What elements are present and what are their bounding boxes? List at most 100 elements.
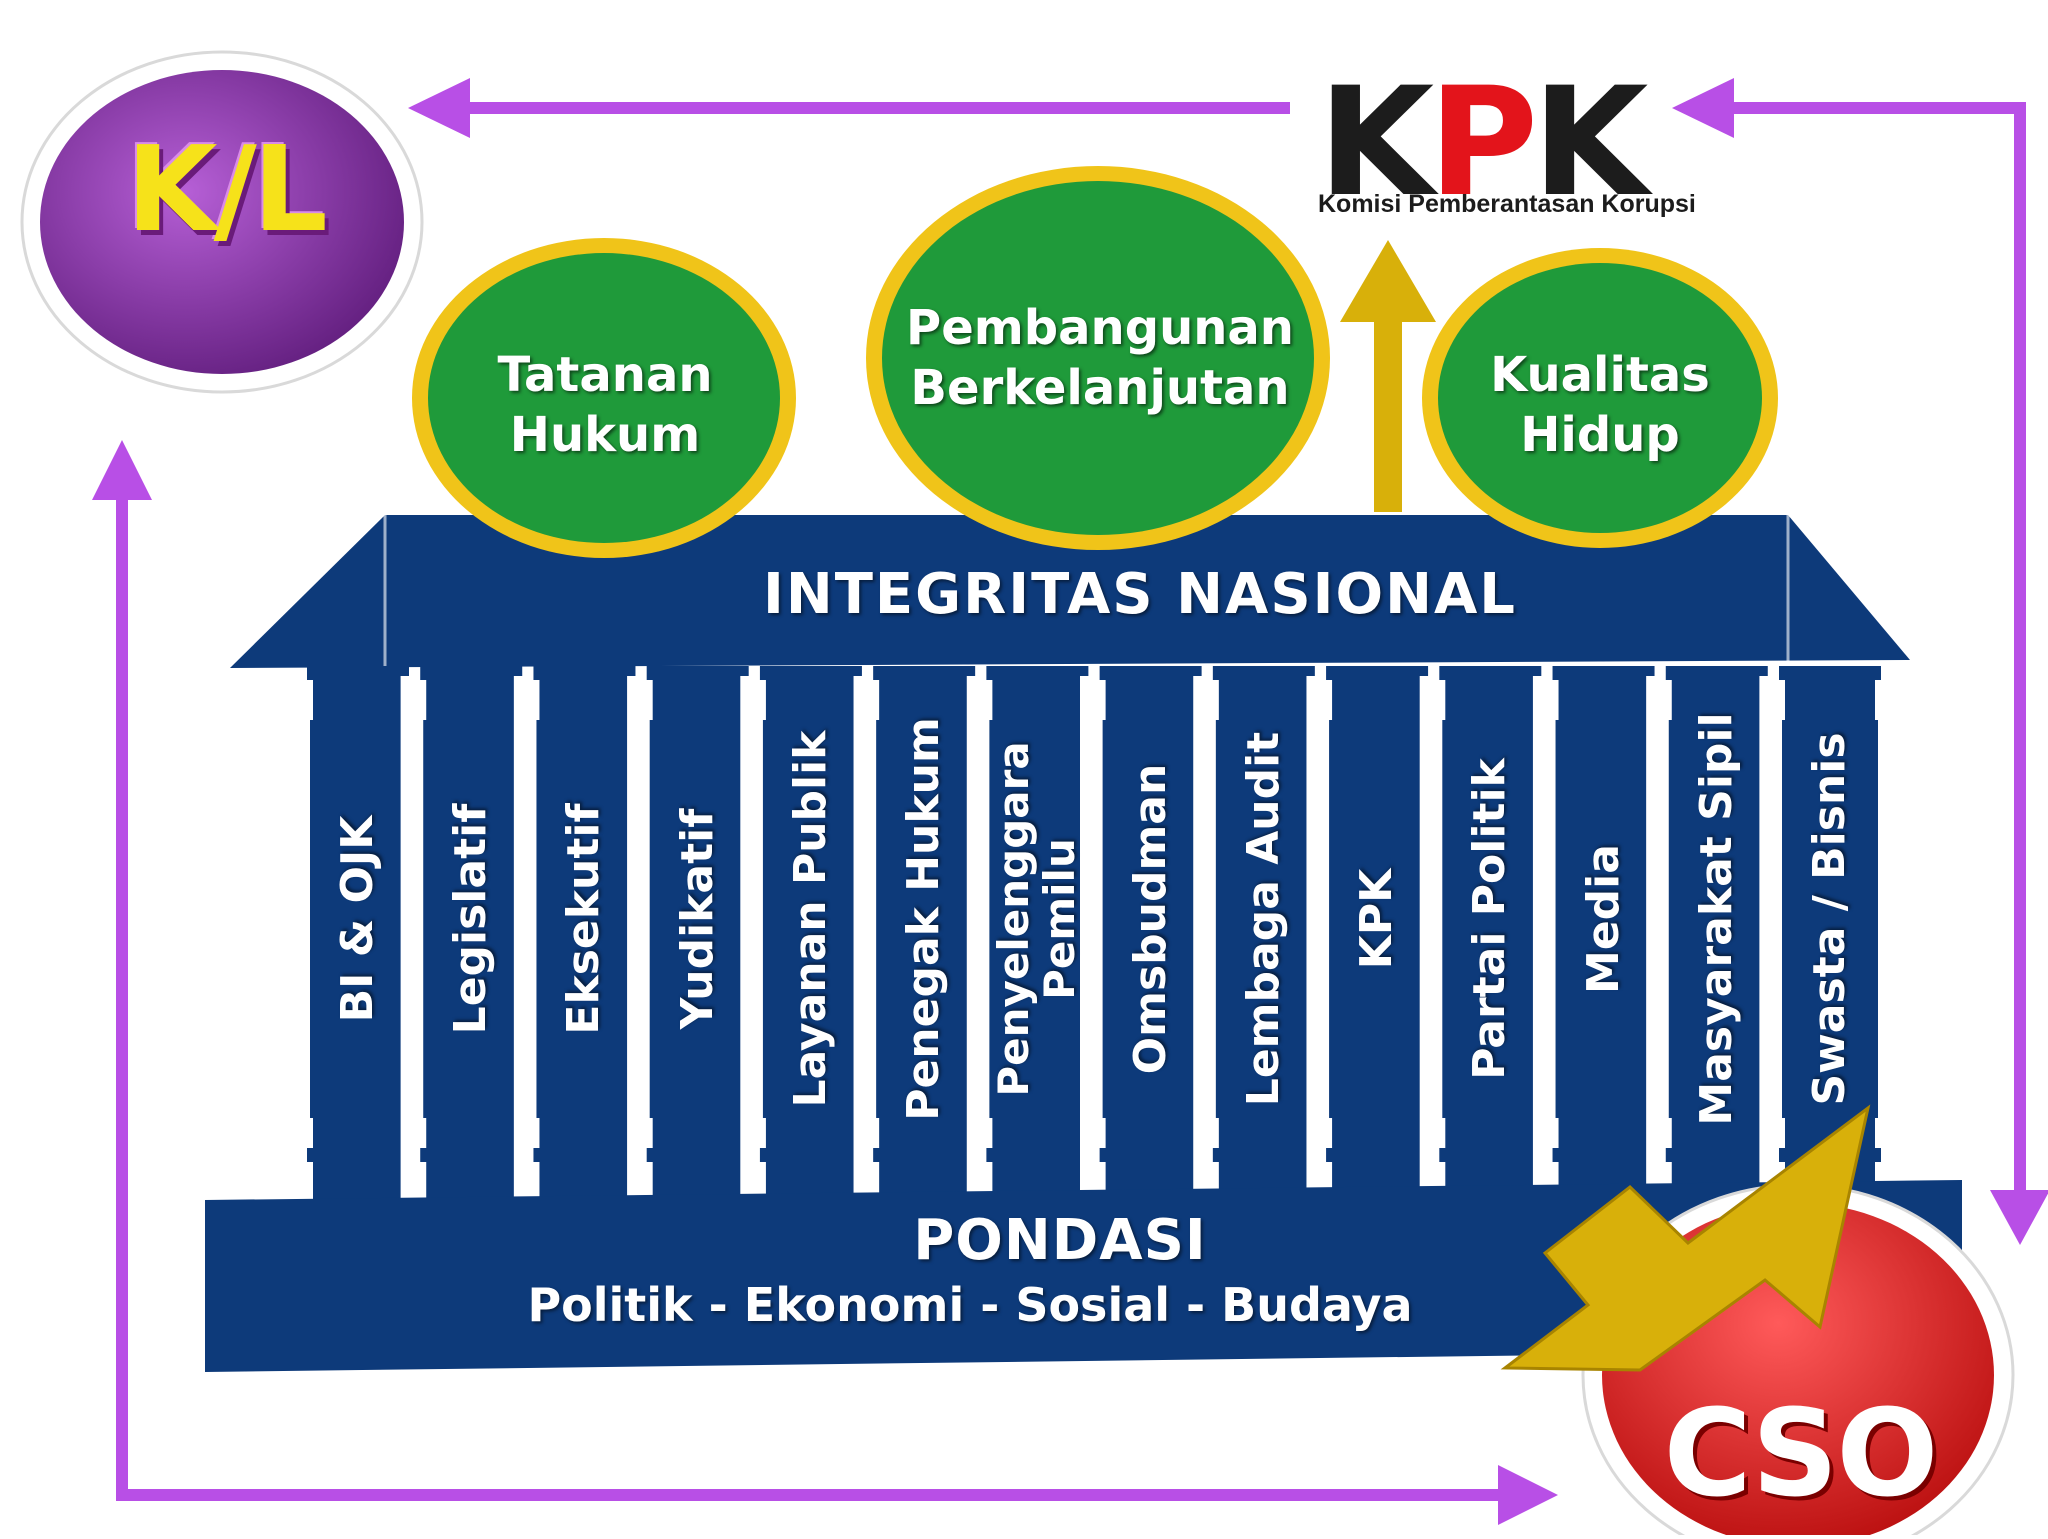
purple-cycle-arrows (92, 78, 2048, 1525)
pillar-body (1102, 720, 1199, 1118)
goal-circle-2 (882, 181, 1314, 535)
pillar-label: Eksekutif (558, 803, 610, 1035)
pillar-capital-lip (1326, 666, 1429, 680)
pillar (1326, 666, 1429, 1200)
kl-label: K/L (126, 120, 328, 258)
pillar-label: BI & OJK (332, 816, 383, 1023)
goal-2-line2: Berkelanjutan (910, 360, 1290, 416)
pillar-base-lip (986, 1148, 1089, 1162)
kpk-subtitle: Komisi Pemberantasan Korupsi (1318, 190, 1696, 218)
pillar-capital-lip (533, 666, 636, 680)
arrow-kpk-to-kl-head (408, 78, 470, 138)
pillar-label-line1: KPK (1350, 868, 1402, 970)
pillar-capital-lip (307, 666, 409, 680)
pillar-body (536, 720, 633, 1118)
pillar-body (423, 720, 520, 1118)
pillar-capital-lip (1665, 666, 1768, 680)
pillar-body (1555, 720, 1652, 1118)
goal-3-line2: Hidup (1520, 407, 1680, 463)
pillar (307, 666, 409, 1200)
pillar-label: Penegak Hukum (897, 717, 949, 1121)
pillar-base-lip (1212, 1148, 1315, 1162)
pillar-base-lip (533, 1148, 636, 1162)
pillar (1779, 666, 1881, 1200)
pillar-label: Masyarakat Sipil (1690, 712, 1742, 1126)
foundation-subtitle: Politik - Ekonomi - Sosial - Budaya (527, 1278, 1413, 1332)
goal-2-line1: Pembangunan (906, 300, 1294, 356)
pillar-label: Legislatif (445, 803, 497, 1035)
pillar-label-line1: Lembaga Audit (1237, 731, 1289, 1107)
arrow-down-to-cso-head (1990, 1190, 2048, 1245)
pillar-base-lip (1439, 1148, 1542, 1162)
pillar-capital-lip (1552, 666, 1655, 680)
kpk-logo-letter-k2: K (1532, 56, 1648, 230)
pillar-capital-lip (1099, 666, 1202, 680)
pillar-label-line2: Pemilu (1035, 838, 1085, 1000)
foundation-title: PONDASI (913, 1208, 1207, 1273)
kpk-logo-letter-p: P (1428, 56, 1538, 230)
pillar-capital-lip (646, 666, 749, 680)
gold-chevron-arrow (1500, 1104, 1871, 1372)
pillar-capital-lip (420, 666, 523, 680)
goal-1-line1: Tatanan (497, 347, 713, 403)
pillar-base-lip (307, 1148, 409, 1162)
arrow-up-to-kl-head (92, 440, 152, 500)
pillar-base-lip (759, 1148, 862, 1162)
goal-text-1: Tatanan Hukum (450, 345, 760, 465)
pillar-label-line1: Eksekutif (558, 803, 610, 1035)
pillar-body (762, 720, 859, 1118)
pillar-label-line1: Swasta / Bisnis (1803, 732, 1855, 1106)
pillar-base-lip (1099, 1148, 1202, 1162)
arrow-kl-to-cso (116, 490, 1500, 1501)
pillar (759, 666, 862, 1200)
pillar-body (1668, 720, 1765, 1118)
pillar-label-line1: Legislatif (445, 803, 497, 1035)
pillar-label: Partai Politik (1464, 758, 1516, 1080)
pillar-base-lip (1552, 1148, 1655, 1162)
goal-3-line1: Kualitas (1490, 347, 1710, 403)
pillar-capital-lip (873, 666, 976, 680)
kl-badge (40, 70, 404, 374)
pillar-label: Media (1577, 844, 1628, 994)
pillar-base-lip (420, 1148, 523, 1162)
pillar-capital-lip (1439, 666, 1542, 680)
pillar (1439, 666, 1542, 1200)
pillar (1665, 666, 1768, 1200)
pillar-body (1215, 720, 1312, 1118)
kpk-logo-letter-k: K (1318, 56, 1434, 230)
pillar-label-line1: Masyarakat Sipil (1690, 712, 1742, 1126)
pillar-base-lip (1326, 1148, 1429, 1162)
pillar-body (310, 720, 406, 1118)
pillar-body (1782, 720, 1878, 1118)
pillar-label-line1: Penegak Hukum (897, 717, 949, 1121)
pillar (646, 666, 749, 1200)
pillar-label: KPK (1350, 868, 1402, 970)
pillar-capital-lip (986, 666, 1089, 680)
pillar-capital-lip (759, 666, 862, 680)
pillar-label-line1: Layanan Publik (784, 730, 836, 1108)
pillar (1099, 666, 1202, 1200)
pillar-body (876, 720, 973, 1118)
pillar-label-line1: Omsbudman (1124, 763, 1176, 1075)
pillar (533, 666, 636, 1200)
foundation (205, 1180, 1962, 1372)
goal-text-3: Kualitas Hidup (1450, 345, 1750, 465)
arrow-cso-to-kpk-head (1672, 78, 1734, 138)
pillar-label: Yudikatif (671, 808, 723, 1030)
pillars (307, 666, 1881, 1200)
roof-title: INTEGRITAS NASIONAL (763, 562, 1517, 627)
pillar-label-line1: Yudikatif (671, 808, 723, 1030)
gold-arrow-shaft (1374, 318, 1402, 512)
pillar-label: Lembaga Audit (1237, 731, 1289, 1107)
pillar-label-line1: Penyelenggara (989, 741, 1039, 1097)
pillar (1212, 666, 1315, 1200)
pillar-label-line1: Partai Politik (1464, 758, 1516, 1080)
pillar-body (1329, 720, 1426, 1118)
pillar-label: Swasta / Bisnis (1803, 732, 1855, 1106)
pillar-body (989, 720, 1086, 1118)
pillar-base-lip (646, 1148, 749, 1162)
pillar-base-lip (873, 1148, 976, 1162)
